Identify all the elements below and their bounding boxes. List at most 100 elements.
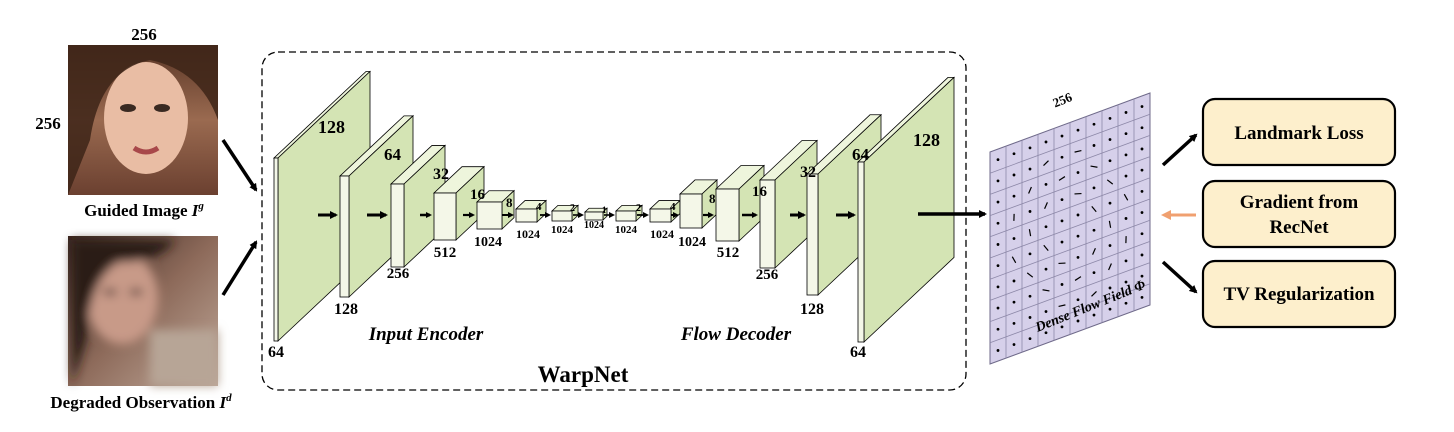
layer-channel-label: 256 (387, 266, 410, 282)
layer-front-face (433, 192, 457, 241)
flow-point (996, 285, 1000, 289)
flow-vector (1123, 193, 1129, 201)
layer-front-face (273, 157, 279, 342)
layer-channel-label: 1024 (474, 235, 502, 250)
flow-point (996, 264, 1000, 268)
layer-dec-7 (614, 204, 644, 222)
flow-point (1076, 234, 1080, 238)
flow-point (1060, 155, 1064, 159)
flow-point (1092, 228, 1096, 232)
dense-flow-field (989, 92, 1151, 365)
layer-channel-label: 64 (268, 344, 284, 361)
flow-point (1044, 182, 1048, 186)
layer-channel-label: 1024 (584, 220, 604, 231)
layer-spatial-label: 8 (506, 195, 513, 210)
layer-channel-label: 1024 (551, 224, 574, 236)
flow-vector (1074, 276, 1082, 281)
layer-channel-label: 64 (850, 344, 866, 361)
layer-front-face (806, 173, 819, 296)
flow-point (1140, 168, 1144, 172)
layer-spatial-label: 32 (800, 164, 816, 181)
flow-grid-line (989, 241, 1151, 301)
layer-front-face (339, 175, 350, 298)
layer-spatial-label: 2 (570, 203, 575, 214)
tv-regularization-box: TV Regularization (1201, 259, 1397, 329)
flow-point (1044, 267, 1048, 271)
layer-front-face (715, 188, 740, 242)
recnet-gradient-label-line2: RecNet (1269, 217, 1329, 238)
degraded-image (68, 236, 218, 386)
flow-vector (1058, 176, 1066, 181)
flow-grid-line (989, 219, 1151, 280)
flow-vector (1091, 205, 1097, 213)
flow-point (1012, 173, 1016, 177)
flow-point (1124, 132, 1128, 136)
flow-point (1076, 128, 1080, 132)
flow-vector (1043, 160, 1049, 167)
flow-point (1140, 274, 1144, 278)
flow-point (1028, 210, 1032, 213)
flow-point (1012, 237, 1016, 240)
layer-channel-label: 1024 (678, 235, 706, 250)
layer-channel-label: 512 (434, 245, 457, 261)
layer-spatial-label: 8 (709, 191, 716, 206)
guided-image (68, 45, 218, 195)
flow-point (1092, 186, 1096, 190)
guided-image-caption: Guided Image Ig (84, 200, 204, 220)
flow-point (1140, 232, 1144, 236)
flow-point (996, 306, 1000, 310)
landmark-loss-label: Landmark Loss (1234, 123, 1363, 144)
recnet-gradient-box: Gradient from RecNet (1201, 179, 1397, 249)
flow-point (1140, 126, 1144, 130)
layer-spatial-label: 64 (852, 145, 870, 164)
layer-channel-label: 1024 (650, 227, 674, 241)
layer-channel-label: 1024 (516, 227, 540, 241)
flow-point (1124, 301, 1128, 305)
flow-vector (1043, 244, 1049, 252)
layer-front-face (551, 210, 573, 222)
image-height-label: 256 (35, 114, 61, 133)
layer-spatial-label: 2 (636, 203, 641, 214)
flow-grid-line (989, 283, 1151, 344)
flow-point (1044, 140, 1048, 144)
flow-point (1012, 152, 1016, 156)
layer-channel-label: 128 (800, 301, 824, 318)
flow-point (1092, 313, 1096, 317)
layer-spatial-label: 128 (318, 117, 345, 137)
layer-spatial-label: 128 (913, 130, 940, 150)
flow-vector (1090, 165, 1098, 168)
layer-front-face (390, 183, 405, 268)
landmark-loss-arrow (1161, 133, 1198, 167)
flow-vector (1042, 289, 1050, 292)
flow-vector (1028, 229, 1032, 237)
flow-point (1124, 217, 1128, 220)
flow-point (1076, 171, 1080, 174)
flow-point (1028, 167, 1032, 171)
layer-dec-4 (714, 164, 766, 242)
layer-spatial-label: 64 (384, 145, 402, 164)
flow-point (1060, 134, 1064, 138)
flow-point (1140, 105, 1144, 108)
flow-point (1092, 122, 1096, 126)
landmark-loss-box: Landmark Loss (1201, 97, 1397, 167)
flow-point (1028, 252, 1032, 256)
layer-dec-3 (758, 139, 819, 269)
flow-point (1060, 325, 1064, 329)
layer-front-face (476, 201, 503, 230)
layer-front-face (649, 208, 672, 223)
tv-regularization-arrow (1161, 260, 1198, 294)
flow-point (1140, 147, 1144, 151)
flow-point (1044, 225, 1048, 229)
flow-vector (1108, 263, 1112, 271)
flow-point (1108, 244, 1112, 247)
layer-front-face (584, 211, 604, 221)
layer-spatial-label: 16 (470, 187, 486, 203)
layer-front-face (857, 161, 865, 343)
image-width-label: 256 (131, 25, 157, 44)
layer-spatial-label: 32 (433, 166, 449, 183)
flow-point (1060, 198, 1064, 202)
guided-input-arrow (221, 139, 258, 192)
flow-grid-line (989, 198, 1151, 259)
recnet-gradient-label-line1: Gradient from (1240, 192, 1359, 213)
